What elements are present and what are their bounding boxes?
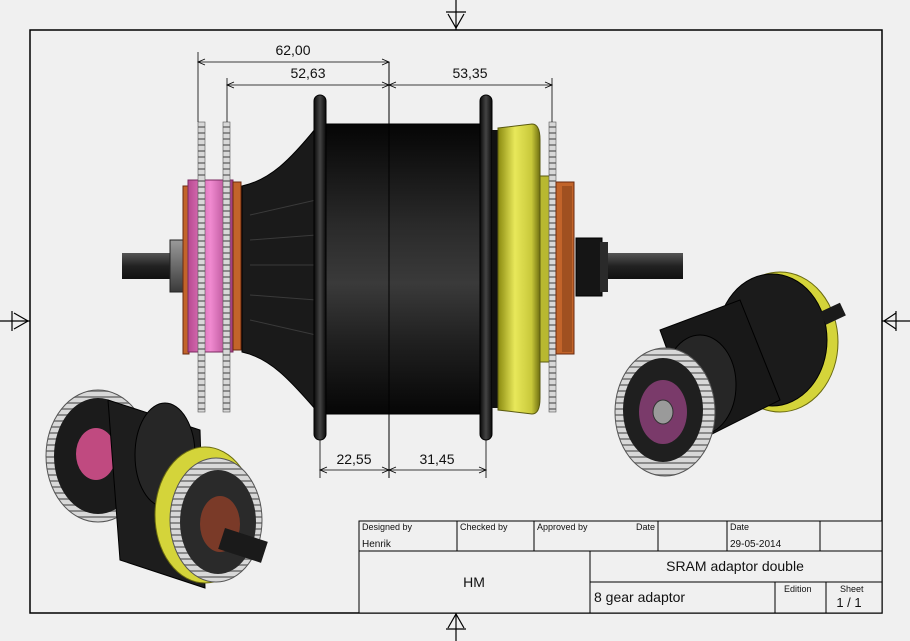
dim-31: 31,45 [419,451,454,467]
hub-shell [325,123,487,415]
dim-53: 53,35 [452,65,487,81]
company-name: HM [463,574,485,590]
nut-right [575,237,603,297]
designed-by-value: Henrik [362,539,392,550]
approved-by-label: Approved by [537,522,588,532]
drawing-subtitle: 8 gear adaptor [594,589,685,605]
checked-by-label: Checked by [460,522,508,532]
nut-left [169,239,185,293]
center-mark-top [446,0,466,30]
date-value: 29-05-2014 [730,539,782,550]
sheet-label: Sheet [840,584,864,594]
dim-52: 52,63 [290,65,325,81]
center-mark-bottom [446,612,466,641]
drawing-title: SRAM adaptor double [666,558,804,574]
designed-by-label: Designed by [362,522,413,532]
axle-right [605,253,683,279]
flange-left [313,94,327,441]
sprocket-left-1 [197,121,206,413]
dim-22: 22,55 [336,451,371,467]
dimensions [196,52,554,478]
flange-right [479,94,493,441]
edition-label: Edition [784,584,812,594]
hub-spoke-cone [241,126,317,412]
hub-front-view [122,62,683,478]
sprocket-left-2 [222,121,231,413]
sprocket-right [548,121,557,413]
center-mark-right [882,311,910,331]
sheet-value: 1 / 1 [836,595,861,610]
center-mark-left [0,311,30,331]
hub-iso-view-left [45,389,268,589]
date-label-2: Date [730,522,749,532]
yellow-cap [497,123,541,415]
date-label-1: Date [636,522,655,532]
title-block [358,520,883,614]
hub-iso-view-right [614,271,846,477]
dim-62: 62,00 [275,42,310,58]
